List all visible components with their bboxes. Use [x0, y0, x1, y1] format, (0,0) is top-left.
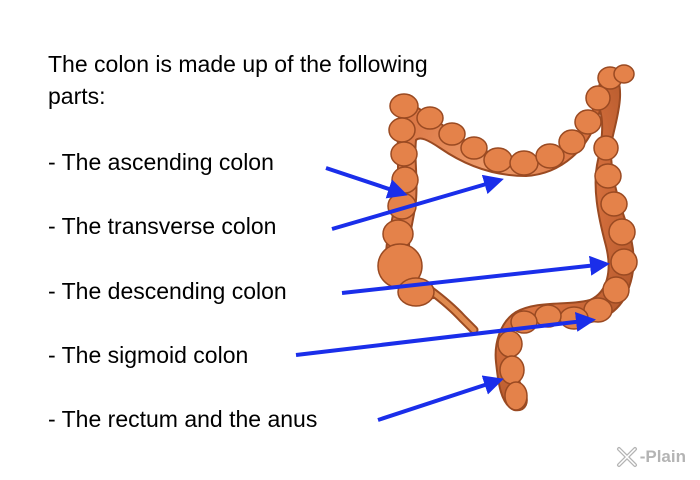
- arrow-descending-colon: [341, 255, 610, 295]
- arrow-sigmoid-colon: [295, 311, 596, 357]
- brand-text: -Plain: [639, 447, 686, 466]
- label-sigmoid-colon: - The sigmoid colon: [48, 342, 249, 368]
- label-transverse-colon: - The transverse colon: [48, 213, 277, 239]
- arrow-rectum-and-anus: [377, 375, 504, 422]
- intro-text: The colon is made up of the following pa…: [48, 51, 428, 109]
- x-plain-logo-icon: [616, 447, 637, 467]
- colon-body: [377, 64, 638, 412]
- arrow-transverse-colon: [331, 174, 504, 231]
- pointer-arrows: [295, 166, 610, 422]
- arrow-ascending-colon: [325, 166, 408, 199]
- brand-logo: -Plain: [616, 446, 686, 468]
- label-rectum-and-anus: - The rectum and the anus: [48, 406, 318, 432]
- label-descending-colon: - The descending colon: [48, 278, 287, 304]
- label-ascending-colon: - The ascending colon: [48, 149, 274, 175]
